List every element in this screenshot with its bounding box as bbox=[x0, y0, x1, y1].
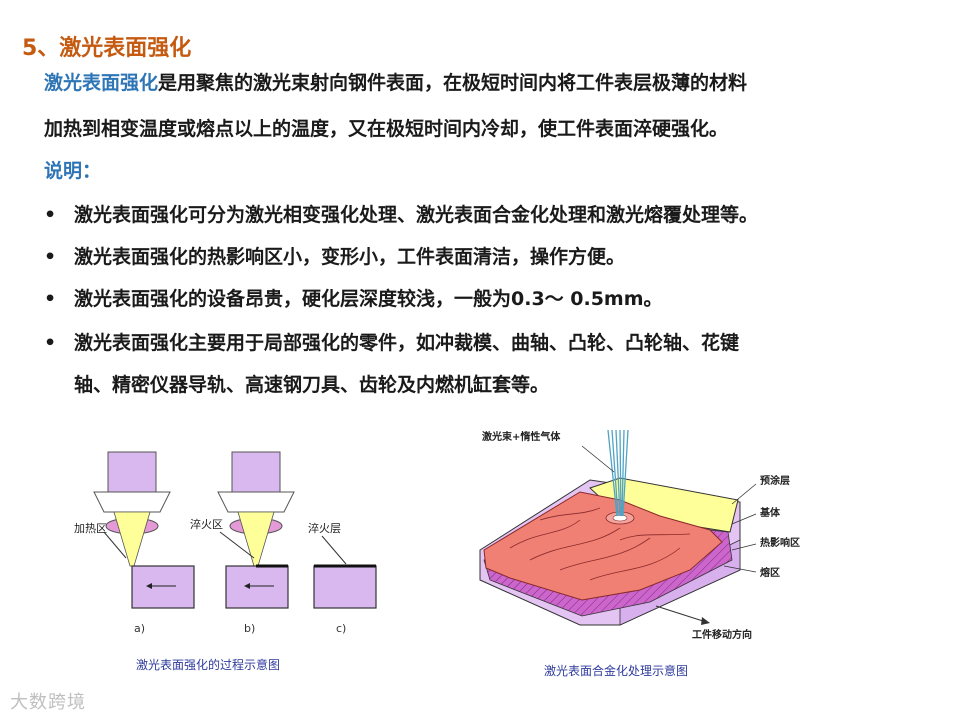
label-haz: 热影响区 bbox=[760, 536, 800, 549]
label-direction: 工件移动方向 bbox=[692, 628, 752, 641]
laser-beam bbox=[607, 429, 629, 517]
label-quench: 淬火区 bbox=[190, 517, 223, 531]
bullet-text: 激光表面强化的热影响区小，变形小，工件表面清洁，操作方便。 bbox=[74, 246, 626, 268]
intro-term: 激光表面强化 bbox=[44, 72, 159, 94]
label-layer: 淬火层 bbox=[308, 521, 341, 535]
panel-label-c: c) bbox=[336, 622, 346, 635]
bullet-text: 轴、精密仪器导轨、高速钢刀具、齿轮及内燃机缸套等。 bbox=[74, 374, 550, 396]
caption-left: 激光表面强化的过程示意图 bbox=[136, 658, 281, 672]
process-figure: 加热区 a) 淬火区 b) 淬火层 c) bbox=[74, 451, 377, 635]
caption-right: 激光表面合金化处理示意图 bbox=[544, 664, 689, 678]
panel-label-b: b) bbox=[244, 622, 255, 635]
panel-a: 加热区 a) bbox=[74, 451, 195, 635]
panel-label-a: a) bbox=[134, 622, 145, 635]
watermark: 大数跨境 bbox=[10, 692, 86, 713]
alloying-figure: 激光束+惰性气体 预涂层 基体 热影响区 熔区 工件移动方向 bbox=[479, 429, 800, 641]
panel-b: 淬火区 b) bbox=[190, 451, 295, 635]
bullet-text: 激光表面强化可分为激光相变强化处理、激光表面合金化处理和激光熔覆处理等。 bbox=[74, 204, 759, 226]
bullet-text: 激光表面强化的设备昂贵，硬化层深度较浅，一般为0.3～ 0.5mm。 bbox=[74, 288, 663, 310]
bullet-marker: • bbox=[44, 332, 57, 354]
intro-line-1: 激光表面强化是用聚焦的激光束射向钢件表面，在极短时间内将工件表层极薄的材料 bbox=[44, 70, 944, 96]
panel-c: 淬火层 c) bbox=[308, 521, 377, 635]
section-title: 5、激光表面强化 bbox=[22, 36, 192, 61]
bullet-marker: • bbox=[44, 288, 57, 310]
explain-label: 说明： bbox=[44, 160, 102, 182]
bullet-marker: • bbox=[44, 204, 57, 226]
bullet-marker: • bbox=[44, 246, 57, 268]
label-substrate: 基体 bbox=[759, 506, 781, 519]
label-beam: 激光束+惰性气体 bbox=[482, 430, 561, 443]
label-precoat: 预涂层 bbox=[760, 474, 790, 487]
bullet-text: 激光表面强化主要用于局部强化的零件，如冲裁模、曲轴、凸轮、凸轮轴、花键 bbox=[74, 332, 740, 354]
intro-line-1-text: 是用聚焦的激光束射向钢件表面，在极短时间内将工件表层极薄的材料 bbox=[158, 72, 748, 94]
label-heating: 加热区 bbox=[74, 522, 107, 535]
intro-line-2: 加热到相变温度或熔点以上的温度，又在极短时间内冷却，使工件表面淬硬强化。 bbox=[44, 118, 729, 140]
label-melt: 熔区 bbox=[760, 566, 780, 579]
